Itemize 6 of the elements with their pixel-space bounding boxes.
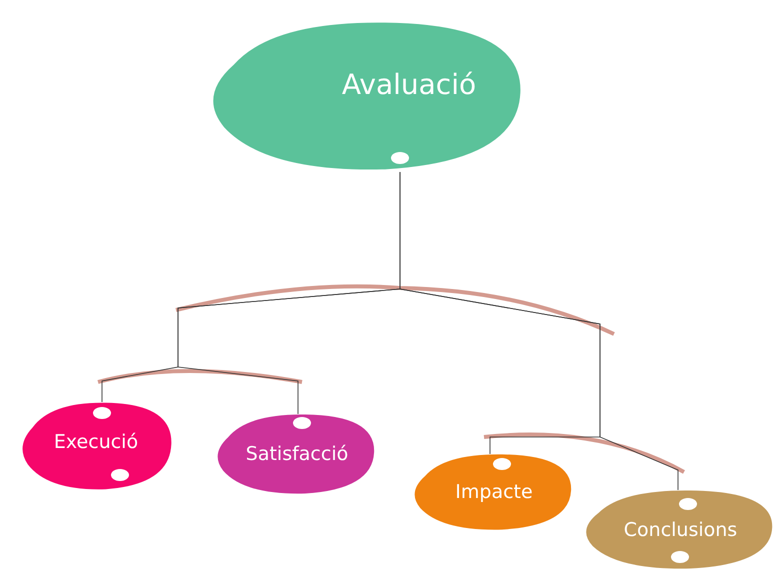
node-label: Satisfacció: [246, 443, 348, 465]
node-label: Avaluació: [342, 68, 476, 100]
node-label: Impacte: [455, 481, 533, 503]
node-label: Execució: [54, 431, 138, 453]
node-label: Conclusions: [624, 518, 738, 540]
hanging-string: [400, 172, 678, 490]
